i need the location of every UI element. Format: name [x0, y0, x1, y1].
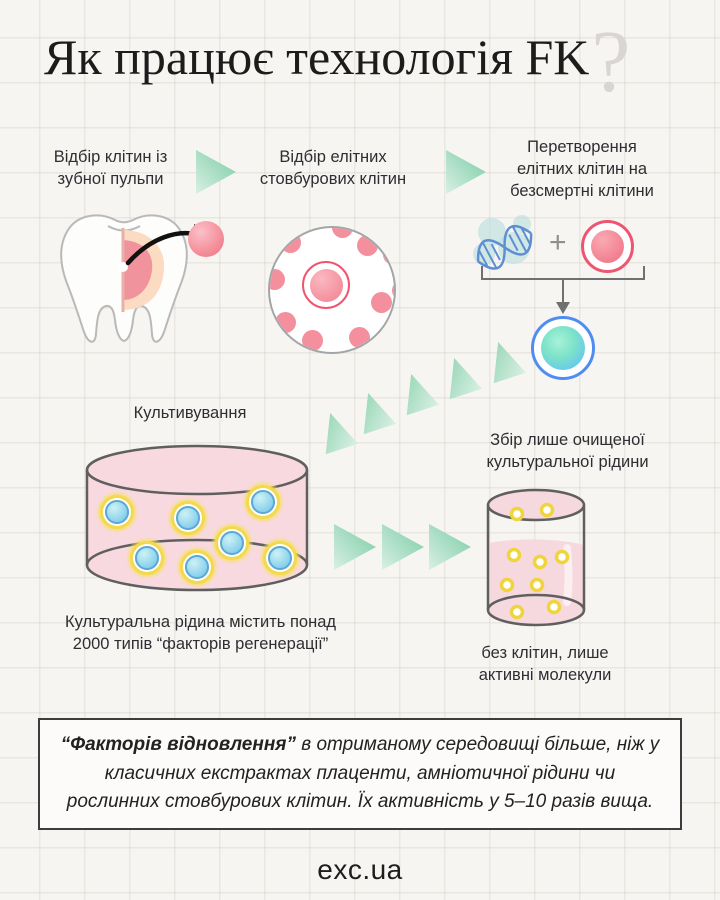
callout-box: “Факторів відновлення” в отриманому сере… [38, 718, 682, 830]
plus-sign: + [549, 226, 567, 259]
arrow-triangle-icon [395, 369, 439, 416]
cultured-cell-icon [242, 481, 284, 523]
stem-cells-circle-icon [268, 226, 396, 354]
step1-label: Відбір клітин із зубної пульпи [28, 147, 193, 191]
callout-text: “Факторів відновлення” в отриманому сере… [60, 731, 660, 817]
cultured-cell-icon [96, 491, 138, 533]
arrow-triangle-icon [196, 150, 236, 194]
step2-line2: стовбурових клітин [259, 169, 407, 188]
merge-bracket-arrow [481, 266, 645, 314]
cup-caption: без клітин, лише активні молекули [478, 644, 612, 684]
culture-cup-icon [486, 488, 586, 627]
dish-caption: Культуральна рідина містить понад 2000 т… [64, 613, 337, 653]
cultured-cell-icon [167, 497, 209, 539]
regeneration-factor-dots [499, 502, 570, 620]
step1-line1: Відбір клітин із [53, 148, 168, 166]
arrow-triangle-icon [334, 524, 376, 570]
pulp-cell-icon [188, 221, 224, 257]
cultivation-label: Культивування [133, 404, 247, 422]
callout-rest: в отриманому середовищі більше, ніж у кл… [66, 734, 660, 813]
dna-icon [473, 215, 533, 270]
step3-line2: елітних клітин на [516, 159, 648, 178]
cultured-cell-icon [176, 546, 218, 588]
step3-line1: Перетворення [527, 138, 637, 156]
pulp-inner-layer [123, 240, 153, 300]
immortal-cell-icon [531, 316, 595, 380]
step3-label: Перетворення елітних клітин на безсмертн… [487, 137, 677, 202]
collection-label: Збір лише очищеної культуральної рідини [486, 431, 649, 471]
arrow-triangle-icon [382, 524, 424, 570]
cultured-cell-icon [126, 537, 168, 579]
cultured-cell-icon [259, 537, 301, 579]
arrow-triangle-icon [482, 337, 526, 384]
site-link[interactable]: exc.ua [317, 854, 403, 885]
page-title: Як працює технологія FK ? [44, 19, 630, 107]
callout-bold: “Факторів відновлення” [60, 734, 296, 756]
question-mark: ? [591, 14, 631, 111]
elite-cell-icon [302, 261, 350, 309]
cultured-cell-icon [211, 522, 253, 564]
arrow-triangle-icon [446, 150, 486, 194]
step2-line1: Відбір елітних [279, 148, 387, 166]
arrow-triangle-icon [352, 388, 396, 435]
step2-label: Відбір елітних стовбурових клітин [243, 147, 423, 191]
step1-line2: зубної пульпи [57, 169, 164, 188]
arrow-triangle-icon [429, 524, 471, 570]
step3-line3: безсмертні клітини [510, 181, 654, 200]
elite-cell-icon [581, 220, 634, 273]
title-text: Як працює технологія FK [44, 29, 590, 85]
arrow-triangle-icon [438, 353, 482, 400]
